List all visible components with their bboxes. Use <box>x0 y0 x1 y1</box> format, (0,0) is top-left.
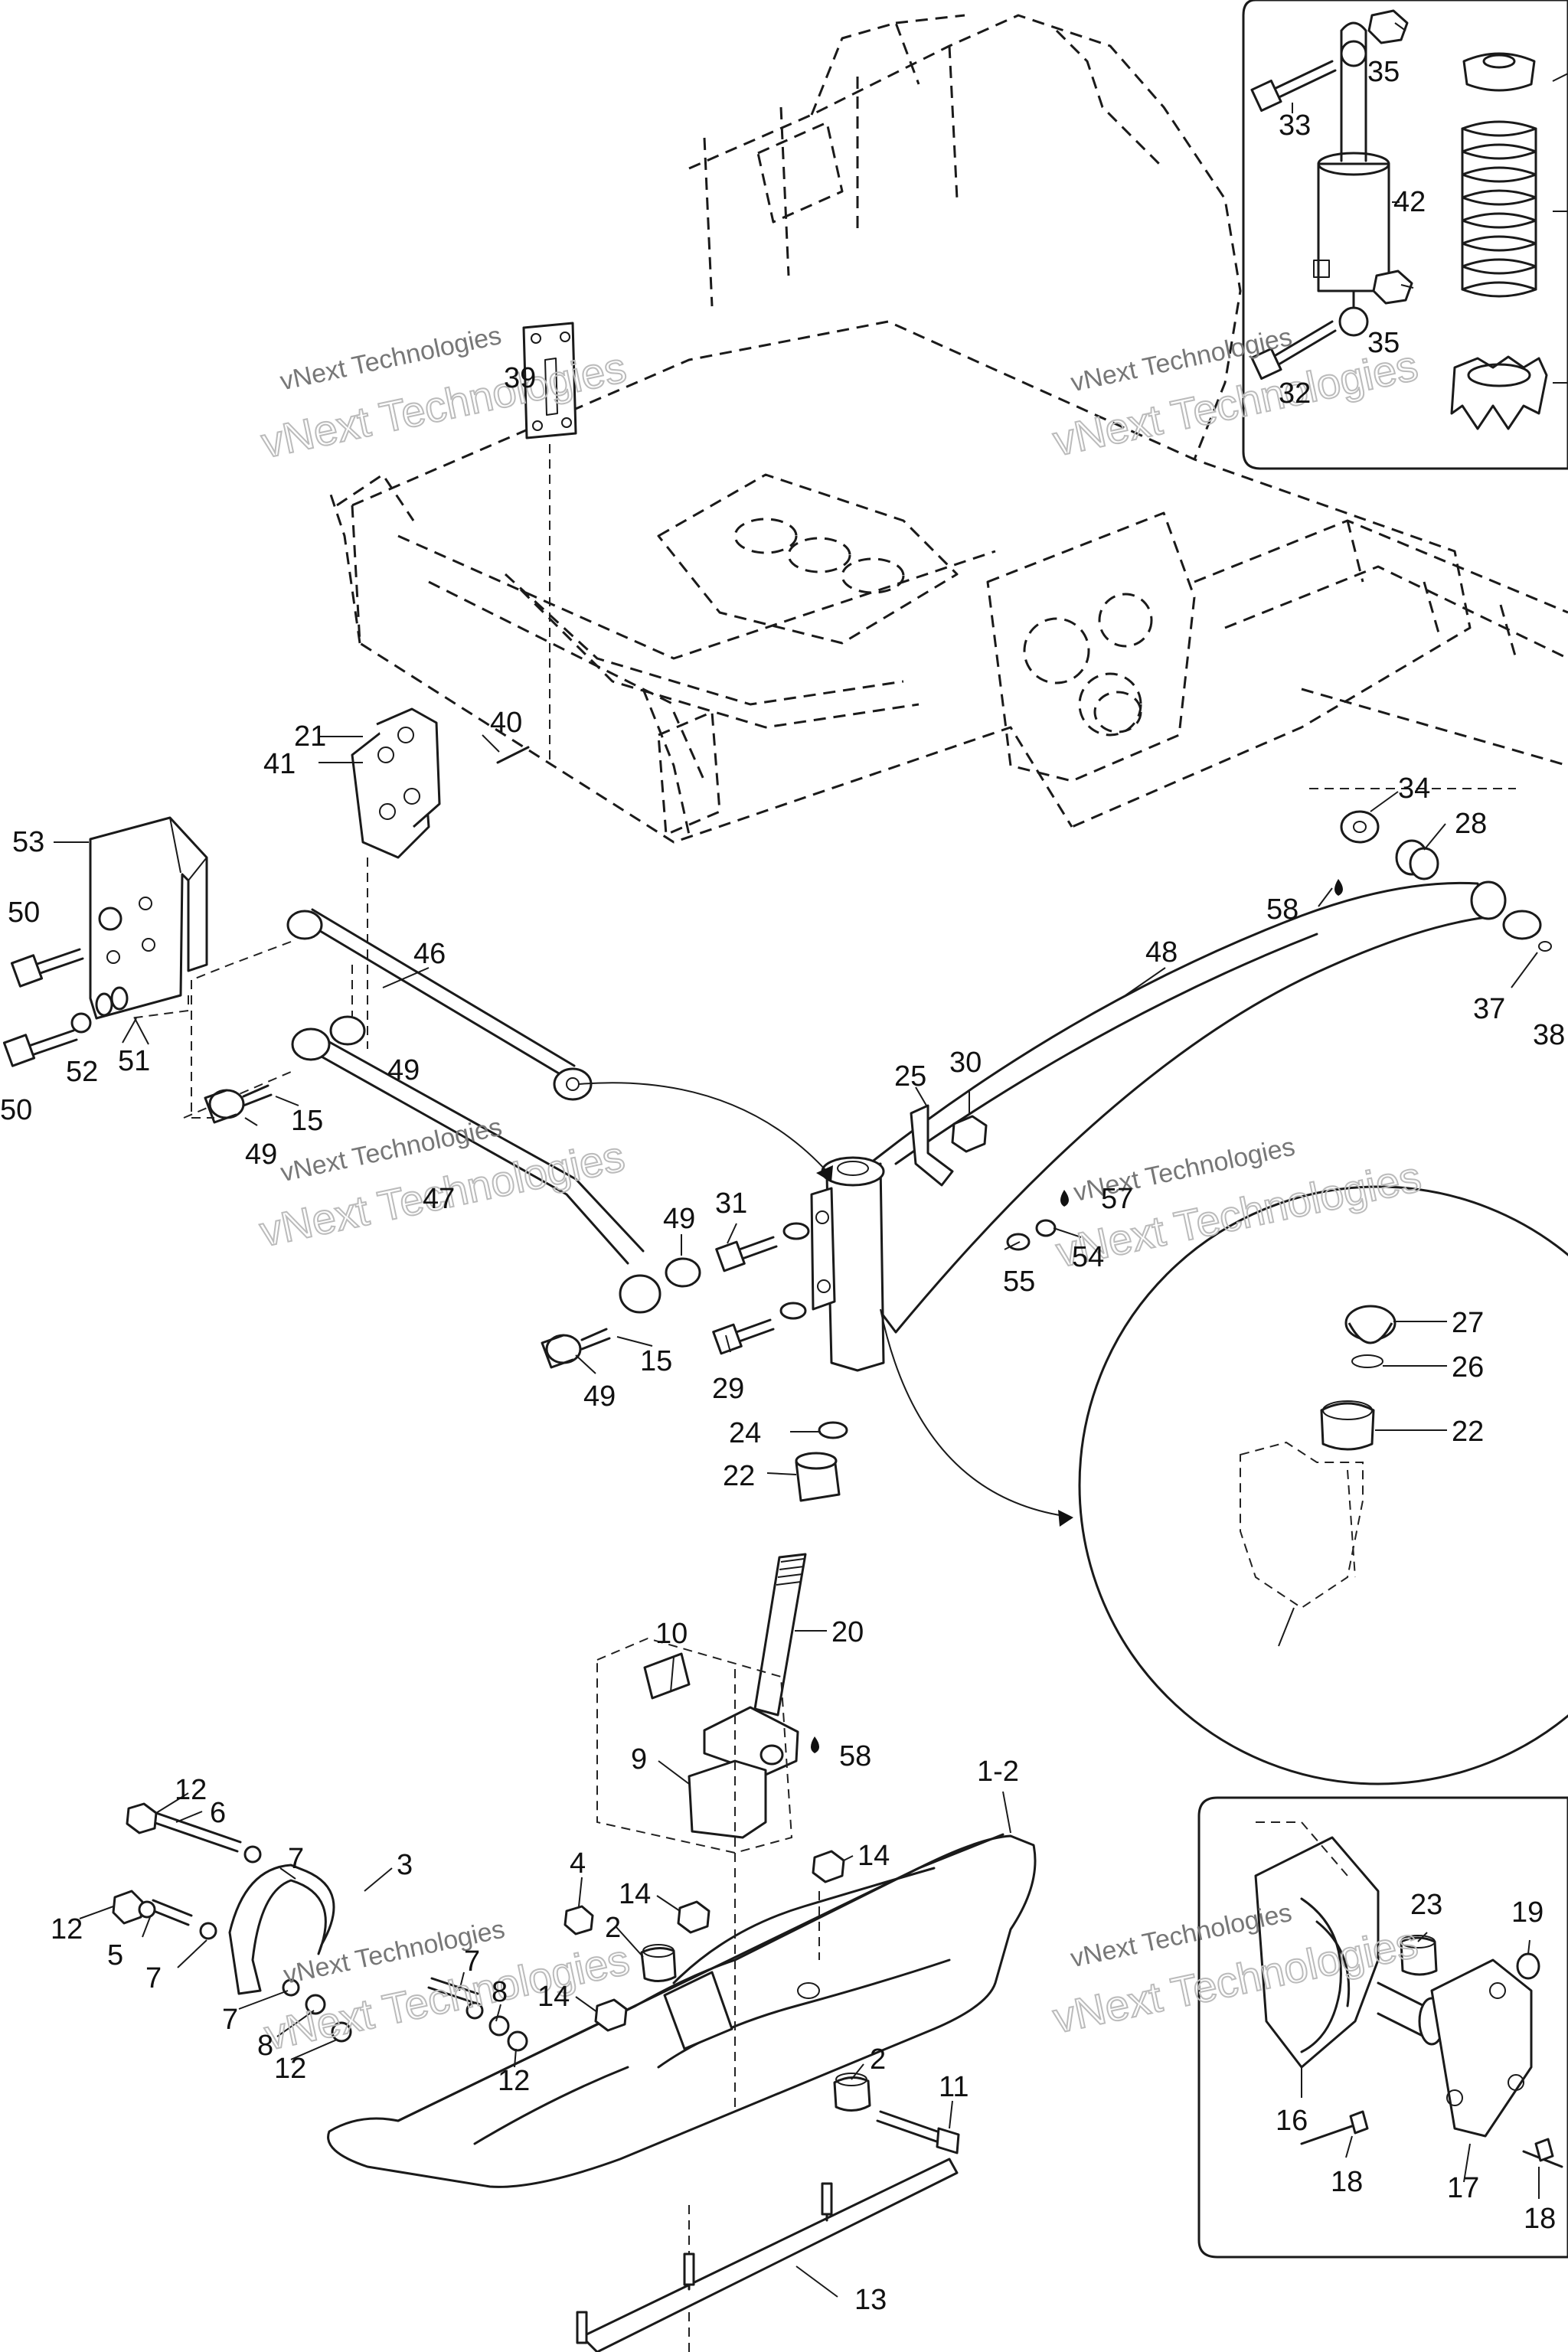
grease-drops <box>811 879 1343 1753</box>
callout-12: 12 <box>498 2065 530 2097</box>
callout-19: 19 <box>1511 1896 1544 1929</box>
tie-rod-46 <box>191 908 593 1101</box>
callout-29: 29 <box>712 1373 744 1405</box>
ski-handle-3 <box>112 1802 528 2052</box>
spindle-20 <box>596 1421 848 1854</box>
callout-32: 32 <box>1279 377 1311 410</box>
callout-53: 53 <box>12 826 44 858</box>
callout-58: 58 <box>1266 893 1298 926</box>
callout-17: 17 <box>1447 2172 1479 2204</box>
callout-3: 3 <box>397 1849 413 1881</box>
callout-57: 57 <box>1101 1183 1133 1215</box>
bracket-21-41 <box>351 707 530 1049</box>
callout-24: 24 <box>729 1417 761 1449</box>
callout-7: 7 <box>288 1843 304 1875</box>
callout-9: 9 <box>631 1743 647 1775</box>
callout-55: 55 <box>1003 1266 1035 1298</box>
callout-2: 2 <box>605 1912 621 1944</box>
callout-18: 18 <box>1331 2166 1363 2198</box>
coil-spring <box>1461 120 1537 298</box>
callout-21: 21 <box>294 720 326 753</box>
callout-12: 12 <box>175 1774 207 1806</box>
callout-35: 35 <box>1367 327 1400 359</box>
arrow-head-icon <box>816 1165 833 1182</box>
callout-49: 49 <box>663 1203 695 1235</box>
callout-49: 49 <box>387 1054 420 1086</box>
bottom-right-inset <box>1197 1796 1568 2259</box>
callout-8: 8 <box>257 2030 273 2062</box>
callout-14: 14 <box>858 1840 890 1872</box>
callout-48: 48 <box>1145 936 1178 969</box>
callout-13: 13 <box>854 2284 887 2316</box>
callout-7: 7 <box>145 1962 162 1994</box>
callouts: 33 35 42 35 32 39 21 41 40 53 50 52 51 5… <box>0 56 1565 2316</box>
callout-2: 2 <box>870 2043 886 2076</box>
callout-46: 46 <box>413 938 446 970</box>
chassis-frame <box>328 14 1568 844</box>
callout-37: 37 <box>1473 993 1505 1025</box>
callout-40: 40 <box>490 707 522 739</box>
grease-drop-icon <box>1334 879 1343 896</box>
callout-25: 25 <box>894 1060 926 1093</box>
callout-7: 7 <box>222 2004 238 2036</box>
callout-27: 27 <box>1452 1307 1484 1339</box>
callout-50: 50 <box>8 897 40 929</box>
ski-1-2 <box>327 1669 1037 2352</box>
flow-arrows <box>578 1082 1073 1527</box>
callout-8: 8 <box>492 1976 508 2008</box>
callout-16: 16 <box>1276 2105 1308 2137</box>
callout-26: 26 <box>1452 1351 1484 1383</box>
callout-14: 14 <box>619 1878 651 1910</box>
callout-5: 5 <box>107 1939 123 1971</box>
callout-47: 47 <box>423 1183 455 1215</box>
shock-absorber-inset <box>1242 0 1568 470</box>
callout-18: 18 <box>1524 2203 1556 2235</box>
runner-13 <box>576 2158 959 2352</box>
callout-23: 23 <box>1410 1889 1442 1921</box>
callout-30: 30 <box>949 1047 982 1079</box>
callout-28: 28 <box>1455 808 1487 840</box>
callout-11: 11 <box>939 2071 969 2103</box>
callout-14: 14 <box>537 1981 570 2013</box>
callout-15: 15 <box>291 1105 323 1137</box>
callout-12: 12 <box>51 1913 83 1945</box>
callout-33: 33 <box>1279 109 1311 142</box>
callout-12: 12 <box>274 2053 306 2085</box>
callout-41: 41 <box>263 748 296 780</box>
callout-58: 58 <box>839 1740 871 1772</box>
plate-39 <box>522 322 577 766</box>
callout-35: 35 <box>1367 56 1400 88</box>
callout-22: 22 <box>723 1460 755 1492</box>
callout-52: 52 <box>66 1056 98 1088</box>
callout-6: 6 <box>210 1797 226 1829</box>
callout-22: 22 <box>1452 1416 1484 1448</box>
leader-lines <box>54 734 1540 2298</box>
callout-10: 10 <box>655 1618 688 1650</box>
bolts-31-29 <box>712 1222 810 1355</box>
callout-38: 38 <box>1533 1019 1565 1051</box>
callout-4: 4 <box>570 1847 586 1880</box>
arrow-head-icon <box>1058 1510 1073 1527</box>
bracket-53 <box>2 816 208 1067</box>
callout-51: 51 <box>118 1045 150 1077</box>
callout-15: 15 <box>640 1345 672 1377</box>
callout-50: 50 <box>0 1094 32 1126</box>
bushings-49 <box>191 980 611 1369</box>
callout-34: 34 <box>1398 773 1430 805</box>
callout-7: 7 <box>464 1945 480 1978</box>
callout-31: 31 <box>715 1187 747 1220</box>
grease-drop-icon <box>811 1736 819 1753</box>
grease-drop-icon <box>1060 1190 1069 1207</box>
callout-49: 49 <box>583 1380 616 1413</box>
callout-42: 42 <box>1393 186 1426 218</box>
callout-39: 39 <box>504 362 536 394</box>
tie-rod-47 <box>183 965 701 1314</box>
callout-54: 54 <box>1072 1241 1104 1273</box>
callout-49: 49 <box>245 1138 277 1171</box>
suspension-arm-48 <box>810 788 1552 1372</box>
round-detail-inset <box>1078 1185 1568 1785</box>
callout-1-2: 1-2 <box>977 1756 1019 1788</box>
callout-20: 20 <box>831 1616 864 1648</box>
